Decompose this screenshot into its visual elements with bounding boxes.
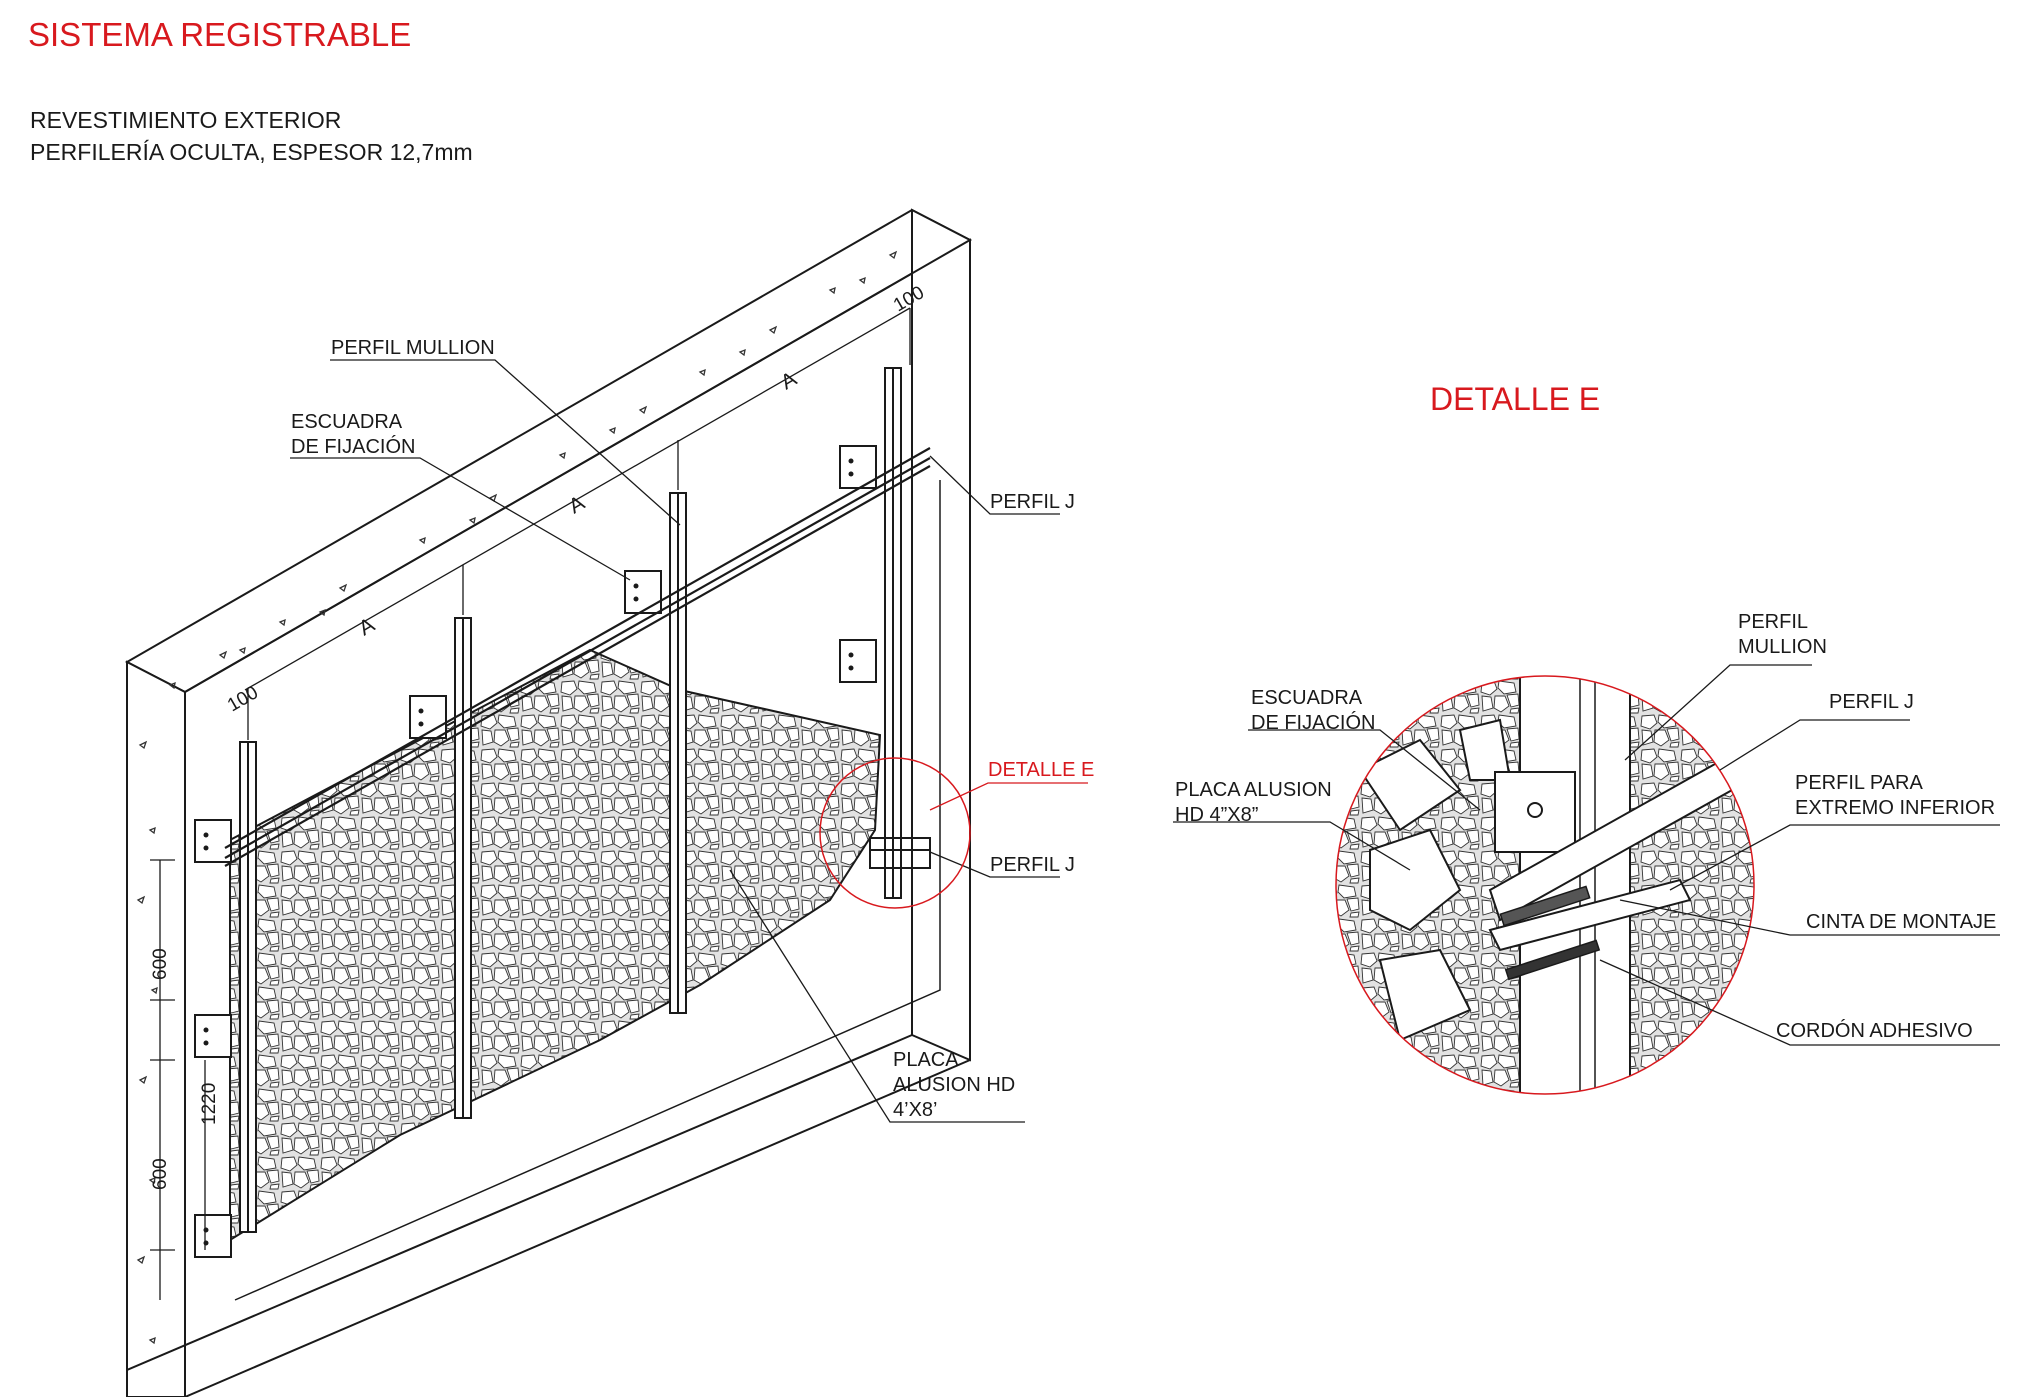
brackets — [194, 445, 877, 1258]
detail-extremo-inferior — [1488, 878, 1692, 952]
concrete-speckles — [136, 250, 898, 1345]
detail-label-cinta: CINTA DE MONTAJE — [1806, 911, 1996, 933]
leader-lines-main — [290, 359, 1060, 1123]
dim-a-2: A — [565, 491, 589, 518]
detail-cordon-adhesivo — [1504, 939, 1601, 981]
detail-label-placa-1: PLACA ALUSION — [1175, 779, 1332, 801]
perfil-j-rail-top — [224, 447, 931, 867]
detail-circle-content — [1336, 676, 1754, 1094]
mullion-profiles — [239, 367, 902, 1233]
mullion-2 — [454, 617, 472, 1119]
leader-line-detalle-e — [929, 782, 1088, 811]
detail-cinta-montaje — [1499, 885, 1591, 927]
mullion-1 — [239, 741, 257, 1233]
detail-label-extremo-2: EXTREMO INFERIOR — [1795, 797, 1995, 819]
dimension-lines — [150, 307, 911, 1300]
dim-a-1: A — [777, 367, 801, 394]
dim-600-lower: 600 — [150, 1158, 171, 1190]
detail-title: DETALLE E — [1430, 381, 1600, 417]
detail-stones — [1358, 718, 1512, 1042]
perfil-j-rail-bottom — [869, 837, 931, 869]
detail-label-escuadra-1: ESCUADRA — [1251, 687, 1363, 709]
page-title: SISTEMA REGISTRABLE — [28, 16, 411, 53]
bracket — [624, 570, 662, 614]
detail-label-mullion-1: PERFIL — [1738, 611, 1808, 633]
subtitle-line-1: REVESTIMIENTO EXTERIOR — [30, 107, 341, 133]
leader-lines-detail — [1173, 664, 2000, 1046]
subtitle-line-2: PERFILERÍA OCULTA, ESPESOR 12,7mm — [30, 139, 473, 165]
bracket — [409, 695, 447, 739]
label-perfil-j-top: PERFIL J — [990, 491, 1075, 513]
alusion-panel — [229, 648, 882, 1242]
label-placa-1: PLACA — [893, 1049, 959, 1071]
detail-label-extremo-1: PERFIL PARA — [1795, 772, 1923, 794]
dim-600-upper: 600 — [150, 948, 171, 980]
label-perfil-mullion: PERFIL MULLION — [331, 337, 495, 359]
dim-a-3: A — [355, 613, 379, 640]
label-perfil-j-bottom: PERFIL J — [990, 854, 1075, 876]
bracket — [839, 639, 877, 683]
detail-label-placa-2: HD 4”X8” — [1175, 804, 1258, 826]
label-escuadra-1: ESCUADRA — [291, 411, 403, 433]
label-placa-2: ALUSION HD — [893, 1074, 1015, 1096]
wall-front-outline — [184, 238, 971, 1397]
detail-label-escuadra-2: DE FIJACIÓN — [1251, 711, 1375, 734]
detail-label-cordon: CORDÓN ADHESIVO — [1776, 1019, 1973, 1042]
mullion-3 — [669, 492, 687, 1014]
wall-bottom-edge — [126, 1034, 913, 1371]
wall-inner-line — [234, 480, 941, 1301]
detail-label-perfil-j: PERFIL J — [1829, 691, 1914, 713]
concrete-wall — [124, 208, 973, 1397]
wall-front-face — [126, 660, 186, 1397]
label-detalle-e: DETALLE E — [988, 759, 1094, 781]
mullion-4 — [884, 367, 902, 899]
detail-screw — [1527, 802, 1543, 818]
dim-100-left: 100 — [224, 682, 262, 716]
bracket — [194, 1214, 232, 1258]
detail-circle-outline — [1335, 675, 1755, 1095]
bracket — [194, 1014, 232, 1058]
dim-1220: 1220 — [199, 1083, 220, 1125]
detail-e-marker — [819, 757, 971, 909]
detail-label-mullion-2: MULLION — [1738, 636, 1827, 658]
label-escuadra-2: DE FIJACIÓN — [291, 435, 415, 458]
bracket — [194, 819, 232, 863]
wall-right-face — [911, 208, 971, 1062]
label-placa-3: 4’X8’ — [893, 1099, 937, 1121]
